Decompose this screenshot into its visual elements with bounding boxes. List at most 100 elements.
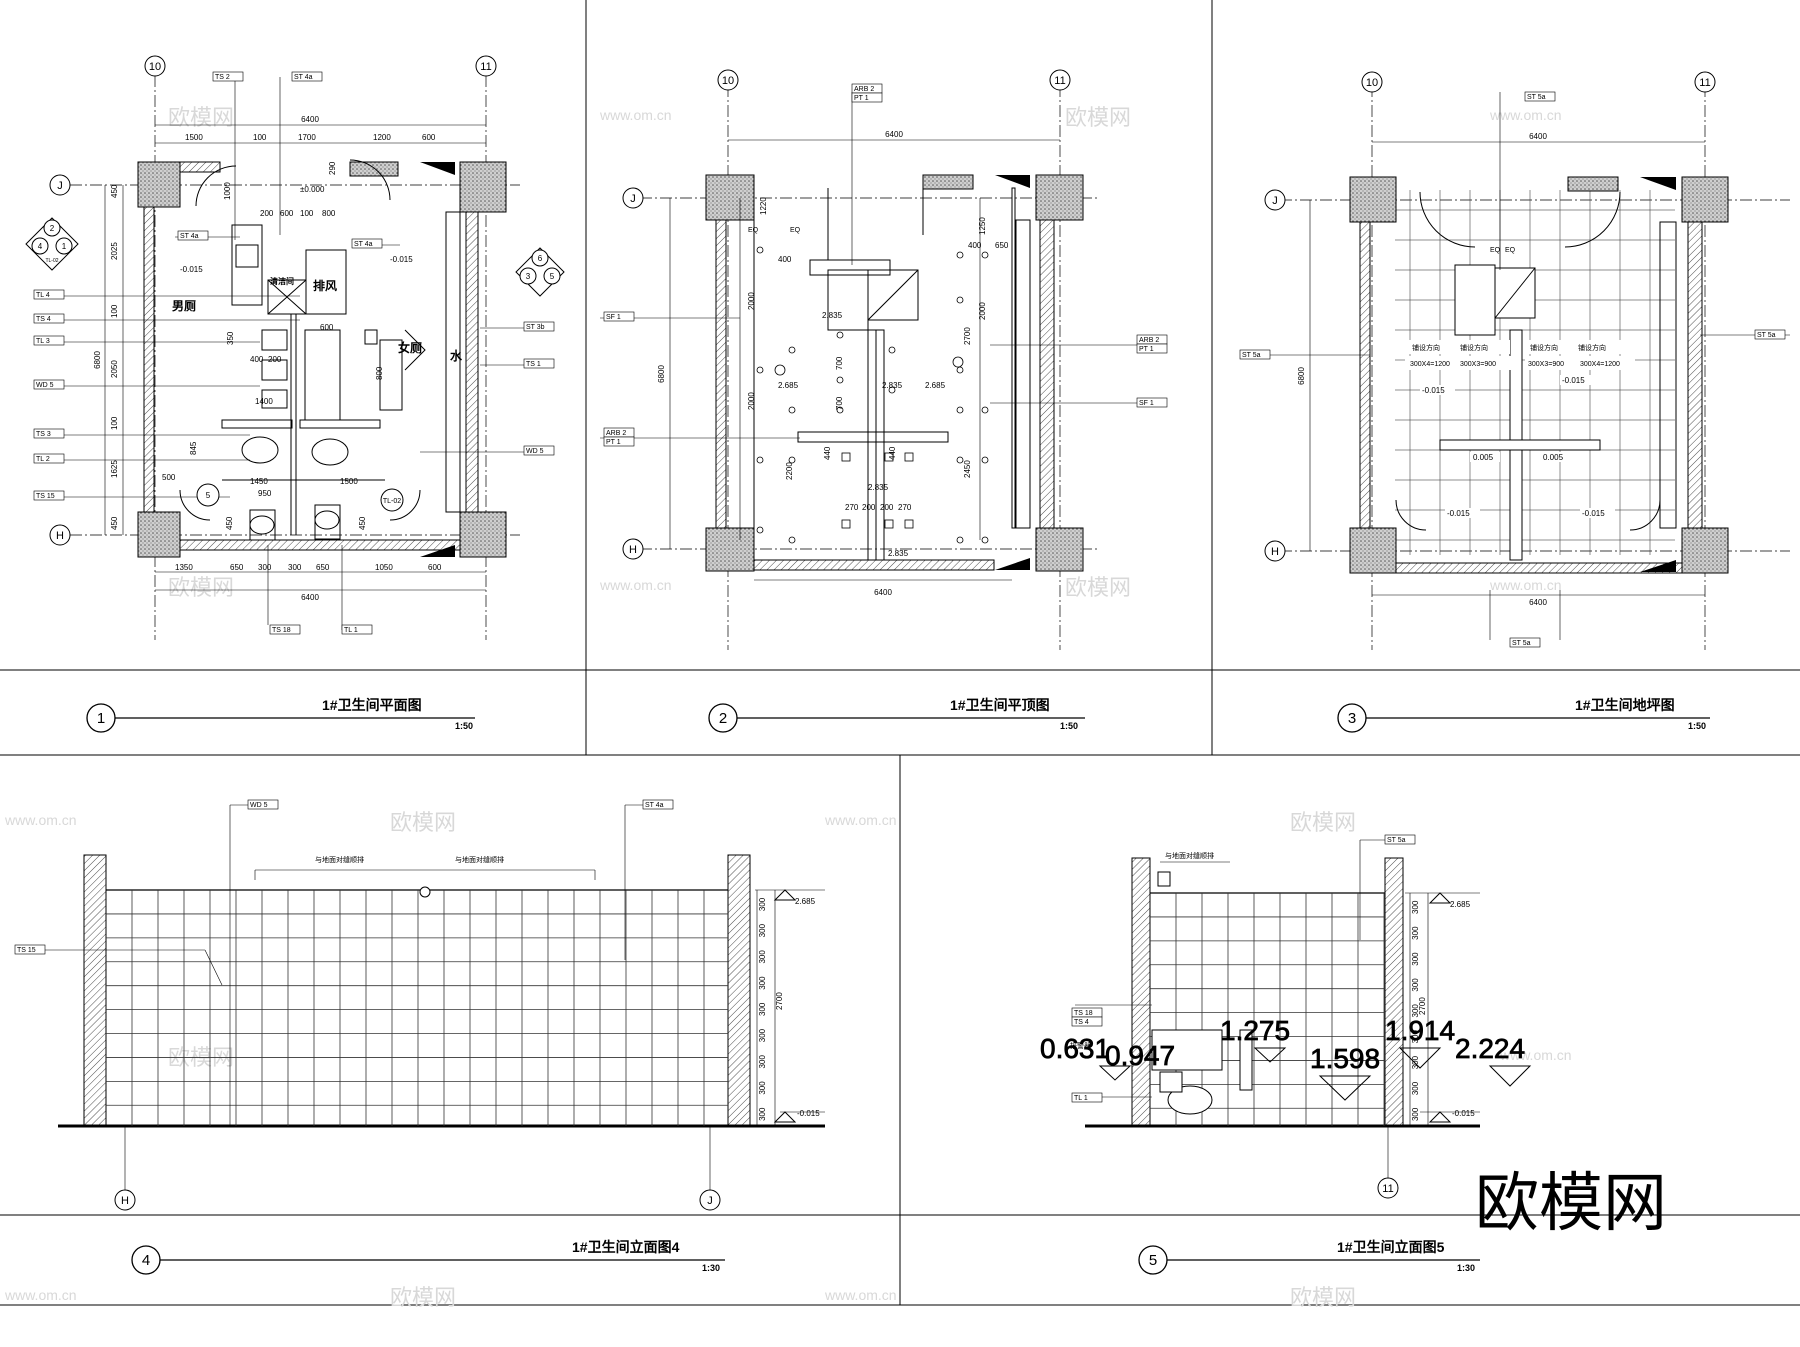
svg-text:TS 18: TS 18 <box>272 627 291 634</box>
svg-text:2000: 2000 <box>747 292 756 310</box>
svg-text:600: 600 <box>428 563 442 572</box>
svg-text:3: 3 <box>526 272 531 281</box>
svg-text:ST 4a: ST 4a <box>645 802 664 809</box>
svg-text:ST 5a: ST 5a <box>1512 640 1531 647</box>
overlay-numbers: 0.631 0.947 1.275 1.598 1.914 2.224 <box>1040 1015 1532 1101</box>
svg-text:4: 4 <box>38 242 43 251</box>
svg-text:650: 650 <box>995 241 1009 250</box>
elevation-dim: 300 <box>1411 978 1420 992</box>
svg-text:J: J <box>707 1195 713 1207</box>
svg-text:www.om.cn: www.om.cn <box>824 1287 897 1303</box>
svg-text:650: 650 <box>230 563 244 572</box>
svg-text:6800: 6800 <box>93 351 102 369</box>
svg-text:欧模网: 欧模网 <box>1065 575 1131 600</box>
svg-text:铺设方向: 铺设方向 <box>1412 343 1440 352</box>
svg-text:700: 700 <box>835 356 844 370</box>
svg-text:2.835: 2.835 <box>868 483 889 492</box>
svg-text:-0.015: -0.015 <box>1582 509 1605 518</box>
svg-text:EQ: EQ <box>790 227 801 234</box>
svg-text:0.005: 0.005 <box>1543 453 1564 462</box>
svg-text:350: 350 <box>226 331 235 345</box>
svg-text:铺设方向: 铺设方向 <box>1578 343 1606 352</box>
elevation-5-drawing: 11 2.685 -0.015 300300300300300300300300… <box>1040 834 1532 1199</box>
svg-text:290: 290 <box>328 161 337 175</box>
svg-text:400: 400 <box>968 241 982 250</box>
svg-text:1#卫生间地坪图: 1#卫生间地坪图 <box>1575 697 1675 713</box>
svg-text:ARB 2: ARB 2 <box>854 86 874 93</box>
svg-text:PT 1: PT 1 <box>606 439 621 446</box>
svg-text:1: 1 <box>62 242 67 251</box>
svg-text:1500: 1500 <box>185 133 203 142</box>
svg-text:WD 5: WD 5 <box>250 802 268 809</box>
svg-text:6400: 6400 <box>874 588 892 597</box>
svg-text:2700: 2700 <box>1418 997 1427 1015</box>
svg-text:-0.015: -0.015 <box>797 1109 820 1118</box>
svg-text:11: 11 <box>480 61 491 73</box>
svg-text:EQ: EQ <box>748 227 759 234</box>
svg-text:2.685: 2.685 <box>795 897 816 906</box>
elevation-4-drawing: 2.685 -0.015 300300300300300300300300300… <box>14 799 825 1211</box>
elevation-dim: 300 <box>1411 952 1420 966</box>
elevation-marker: 2 4 1 TL-02 <box>25 217 79 271</box>
svg-text:6400: 6400 <box>885 130 903 139</box>
ceiling-plan-drawing: 10 11 J H <box>600 69 1168 650</box>
svg-text:440: 440 <box>823 446 832 460</box>
svg-text:2000: 2000 <box>978 302 987 320</box>
svg-text:4: 4 <box>142 1252 150 1269</box>
svg-text:与地面对缝顺排: 与地面对缝顺排 <box>315 855 364 864</box>
elevation-dim: 300 <box>758 976 767 990</box>
svg-text:-0.015: -0.015 <box>180 265 203 274</box>
svg-text:ST 5a: ST 5a <box>1387 837 1406 844</box>
svg-text:2.835: 2.835 <box>882 381 903 390</box>
svg-text:2200: 2200 <box>785 462 794 480</box>
svg-text:-0.015: -0.015 <box>1562 376 1585 385</box>
svg-text:TS 2: TS 2 <box>215 74 230 81</box>
svg-text:2.835: 2.835 <box>822 311 843 320</box>
svg-text:1.275: 1.275 <box>1220 1015 1290 1046</box>
svg-text:300: 300 <box>258 563 272 572</box>
svg-text:ST 4a: ST 4a <box>180 233 199 240</box>
svg-text:欧模网: 欧模网 <box>1065 105 1131 130</box>
svg-text:10: 10 <box>149 61 161 73</box>
svg-text:TL 1: TL 1 <box>1074 1095 1088 1102</box>
svg-text:TL 4: TL 4 <box>36 292 50 299</box>
svg-text:1200: 1200 <box>373 133 391 142</box>
svg-text:2700: 2700 <box>963 327 972 345</box>
svg-text:2050: 2050 <box>110 360 119 378</box>
svg-text:950: 950 <box>258 489 272 498</box>
svg-text:2.685: 2.685 <box>1450 900 1471 909</box>
svg-text:1500: 1500 <box>340 477 358 486</box>
svg-text:www.om.cn: www.om.cn <box>824 812 897 828</box>
svg-text:600: 600 <box>422 133 436 142</box>
svg-text:EQ: EQ <box>1505 247 1516 254</box>
svg-text:440: 440 <box>888 446 897 460</box>
svg-text:6: 6 <box>538 254 543 263</box>
svg-text:铺设方向: 铺设方向 <box>1460 343 1488 352</box>
svg-text:11: 11 <box>1382 1183 1393 1195</box>
svg-text:1350: 1350 <box>175 563 193 572</box>
svg-text:11: 11 <box>1699 77 1710 89</box>
svg-text:5: 5 <box>206 491 211 500</box>
svg-text:0.005: 0.005 <box>1473 453 1494 462</box>
svg-text:欧模网: 欧模网 <box>168 105 234 130</box>
svg-text:6400: 6400 <box>1529 598 1547 607</box>
svg-text:1400: 1400 <box>255 397 273 406</box>
elevation-dim: 300 <box>758 1107 767 1121</box>
svg-text:200: 200 <box>260 209 274 218</box>
svg-text:1#卫生间立面图4: 1#卫生间立面图4 <box>572 1239 680 1255</box>
elevation-dim: 300 <box>758 950 767 964</box>
svg-text:ST 5a: ST 5a <box>1242 352 1261 359</box>
svg-text:TS 3: TS 3 <box>36 431 51 438</box>
elevation-dim: 300 <box>758 1081 767 1095</box>
svg-text:TS 18: TS 18 <box>1074 1010 1093 1017</box>
svg-text:TL 1: TL 1 <box>344 627 358 634</box>
svg-text:300: 300 <box>288 563 302 572</box>
svg-text:欧模网: 欧模网 <box>390 1285 456 1310</box>
svg-text:ST 5a: ST 5a <box>1527 94 1546 101</box>
svg-text:1#卫生间平面图: 1#卫生间平面图 <box>322 697 422 713</box>
svg-text:6800: 6800 <box>657 365 666 383</box>
svg-text:1#卫生间立面图5: 1#卫生间立面图5 <box>1337 1239 1445 1255</box>
svg-text:600: 600 <box>320 323 334 332</box>
svg-text:600: 600 <box>280 209 294 218</box>
svg-text:SF 1: SF 1 <box>1139 400 1154 407</box>
